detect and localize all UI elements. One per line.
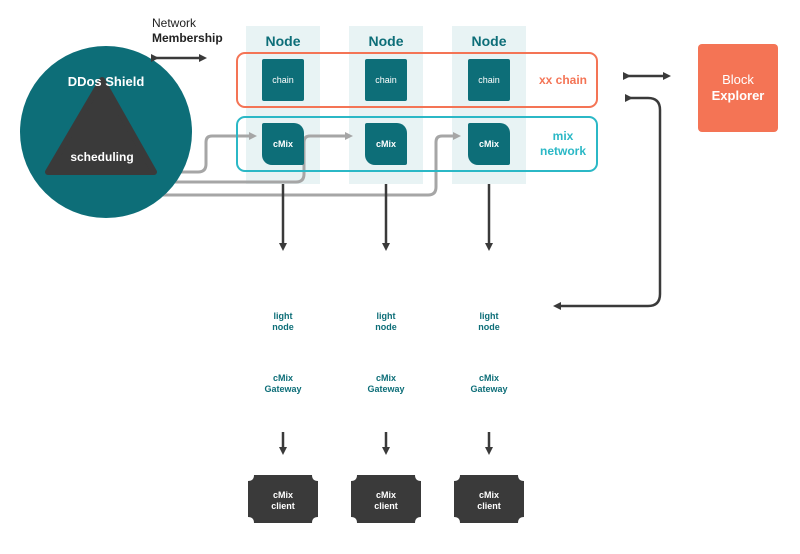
cmix-gateway-2-line1: cMix	[375, 373, 396, 383]
cmix-client-label-2: cMix client	[349, 490, 423, 512]
client-1-line2: client	[271, 501, 295, 511]
client-shape-2	[351, 475, 421, 523]
xx-chain-label: xx chain	[538, 73, 588, 87]
client-2-line1: cMix	[375, 490, 396, 500]
light-node-label-1: light node	[257, 311, 309, 333]
network-membership-label: Network Membership	[152, 16, 223, 46]
light-node-shape-1	[258, 300, 308, 342]
cmix-gateway-1-line2: Gateway	[264, 384, 302, 394]
schedule-connector-2	[150, 132, 353, 184]
node-title-3: Node	[471, 33, 507, 49]
explorer-gateway-arrow	[553, 94, 662, 310]
schedule-connector-3	[152, 132, 461, 197]
gateway-title-wrap-3: Gateway	[452, 266, 525, 293]
light-node-1-line2: node	[272, 322, 294, 332]
light-node-shape-3	[464, 300, 514, 342]
client-shape-1	[248, 475, 318, 523]
cmix-client-label-3: cMix client	[452, 490, 526, 512]
gateway-title-1: Gateway	[255, 278, 310, 293]
gateway-title-2: Gateway	[358, 278, 413, 293]
cmix-client-label-1: cMix client	[246, 490, 320, 512]
cmix-gateway-shape-1	[262, 364, 304, 408]
ddos-shield-title: DDos Shield	[67, 74, 145, 89]
gateway-title-wrap-1: Gateway	[246, 266, 319, 293]
light-node-1-line1: light	[273, 311, 293, 321]
scheduling-triangle	[45, 77, 157, 175]
gateway-title-3: Gateway	[461, 278, 516, 293]
chain-box-2: chain	[365, 59, 407, 101]
gateway-shapes	[258, 300, 514, 408]
cmix-gateway-3-line2: Gateway	[470, 384, 508, 394]
node-title-1: Node	[265, 33, 301, 49]
light-node-2-line1: light	[376, 311, 396, 321]
cmix-gateway-label-1: cMix Gateway	[257, 373, 309, 395]
block-explorer-line1: Block	[722, 72, 754, 87]
membership-line2: Membership	[152, 31, 223, 45]
scheduling-label: scheduling	[70, 150, 134, 164]
client-3-line1: cMix	[478, 490, 499, 500]
mix-network-line1: mix	[552, 129, 574, 143]
cmix-gateway-label-2: cMix Gateway	[360, 373, 412, 395]
cmix-box-2: cMix	[365, 123, 407, 165]
cmix-gateway-label-3: cMix Gateway	[463, 373, 515, 395]
cmix-gateway-3-line1: cMix	[478, 373, 499, 383]
light-node-label-3: light node	[463, 311, 515, 333]
light-node-2-line2: node	[375, 322, 397, 332]
chain-box-3: chain	[468, 59, 510, 101]
xx-chain-frame	[236, 52, 598, 108]
mix-network-frame	[236, 116, 598, 172]
chain-box-1: chain	[262, 59, 304, 101]
mix-network-line2: network	[539, 144, 586, 158]
cmix-gateway-shape-2	[365, 364, 407, 408]
schedule-connector-1	[148, 132, 257, 174]
light-node-label-2: light node	[360, 311, 412, 333]
client-shape-3	[454, 475, 524, 523]
node-title-2: Node	[368, 33, 404, 49]
cmix-box-1: cMix	[262, 123, 304, 165]
gateway-title-wrap-2: Gateway	[349, 266, 422, 293]
light-node-3-line2: node	[478, 322, 500, 332]
cmix-gateway-1-line1: cMix	[272, 373, 293, 383]
block-explorer-box: Block Explorer	[698, 44, 778, 132]
block-explorer-line2: Explorer	[711, 88, 765, 103]
light-node-shape-2	[361, 300, 411, 342]
cmix-gateway-2-line2: Gateway	[367, 384, 405, 394]
membership-line1: Network	[152, 16, 197, 30]
client-1-line1: cMix	[272, 490, 293, 500]
light-node-3-line1: light	[479, 311, 499, 321]
client-2-line2: client	[374, 501, 398, 511]
mix-network-label: mix network	[532, 129, 594, 159]
cmix-box-3: cMix	[468, 123, 510, 165]
client-3-line2: client	[477, 501, 501, 511]
cmix-gateway-shape-3	[468, 364, 510, 408]
